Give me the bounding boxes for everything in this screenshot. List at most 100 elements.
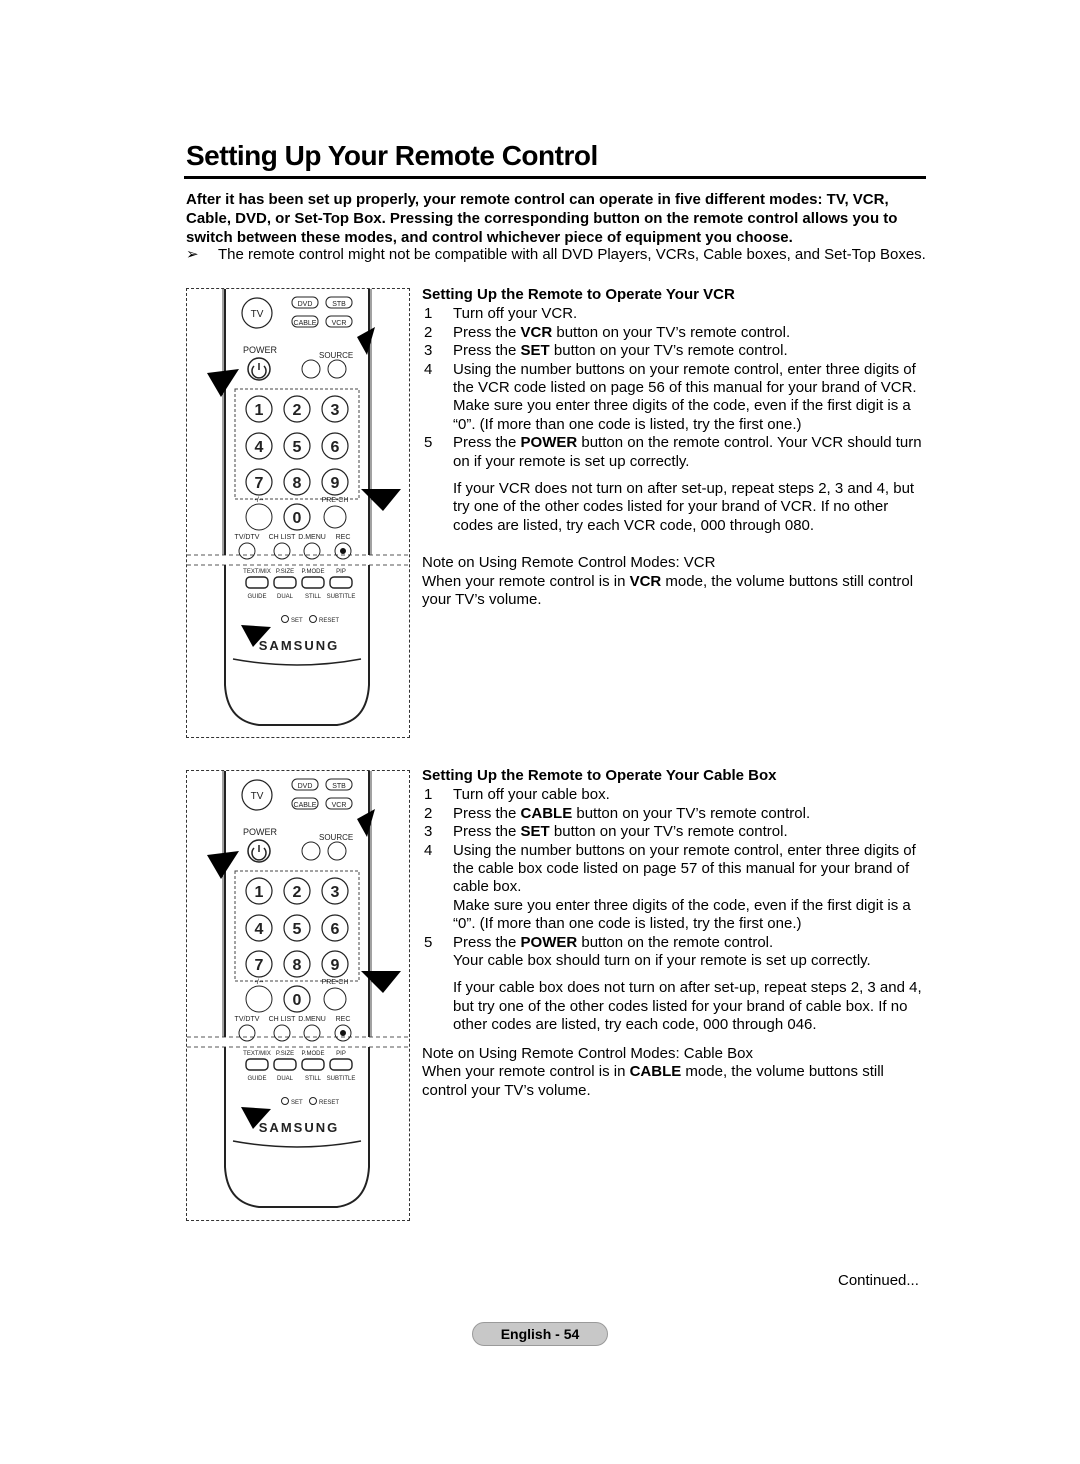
bottom-row-button [238,542,256,560]
pointer-arrow-icon [357,809,375,837]
dvd-button-label: DVD [298,301,313,308]
digit-button [245,877,273,905]
pointer-arrow-icon [241,625,271,647]
bottom-row-button [334,1024,352,1042]
vcr-section: Setting Up the Remote to Operate Your VC… [422,286,927,610]
pointer-arrow-icon [207,369,239,397]
function-label: P.SIZE [276,1051,294,1057]
cable-button [291,315,319,328]
digit-label: 0 [293,510,302,527]
pointer-arrow-icon [357,327,375,355]
function-button [329,576,353,589]
cable-note-title: Note on Using Remote Control Modes: Cabl… [422,1044,753,1062]
rec-dot [340,1030,346,1036]
digit-button [245,914,273,942]
function-button [273,1058,297,1071]
bottom-row-label: TV/DTV [235,1016,260,1023]
bottom-row-button [273,1024,291,1042]
cable-button-label: CABLE [294,802,317,809]
reset-label: RESET [319,1100,339,1106]
digit-label: 2 [293,402,302,419]
vcr-button [325,315,353,328]
function-label: SUBTITLE [327,1076,356,1082]
prech-button [323,987,347,1011]
digit-button [321,877,349,905]
digit-button [321,432,349,460]
compatibility-note-text: The remote control might not be compatib… [218,246,926,263]
function-button [329,1058,353,1071]
digit-button [283,468,311,496]
bottom-row-button [303,542,321,560]
function-label: STILL [305,1076,322,1082]
digit-label: 7 [255,475,264,492]
digit-label: 9 [331,475,340,492]
digit-button [283,950,311,978]
pointer-arrow-icon [207,851,239,879]
light-button [301,841,321,861]
power-label: POWER [243,345,278,355]
function-label: STILL [305,594,322,600]
bottom-row-label: CH LIST [269,1016,297,1023]
function-button [301,1058,325,1071]
reset-button [309,1097,317,1105]
function-button [273,576,297,589]
bottom-row-button [303,1024,321,1042]
set-button [281,1097,289,1105]
digit-button [245,950,273,978]
dash-button [245,503,273,531]
bottom-row-button [273,542,291,560]
digit-label: 4 [255,921,264,938]
function-label: PIP [336,569,346,575]
function-label: SUBTITLE [327,594,356,600]
digit-label: 6 [331,921,340,938]
digit-label: 8 [293,957,302,974]
cable-note-text: When your remote control is in CABLE mod… [422,1063,884,1099]
cable-section: Setting Up the Remote to Operate Your Ca… [422,767,927,1100]
number-pad-frame [234,388,360,500]
intro-paragraph: After it has been set up properly, your … [186,191,898,246]
digit-label: 5 [293,439,302,456]
number-pad-frame [234,870,360,982]
digit-button [321,468,349,496]
digit-button [283,914,311,942]
bottom-row-label: D.MENU [298,534,326,541]
stb-button-label: STB [332,301,346,308]
digit-label: 8 [293,475,302,492]
rec-dot [340,548,346,554]
digit-label: 7 [255,957,264,974]
digit-button [321,395,349,423]
digit-label: 5 [293,921,302,938]
tv-button [241,779,273,811]
digit-button [283,985,311,1013]
reset-label: RESET [319,618,339,624]
function-label: P.MODE [302,569,325,575]
compatibility-note: ➢ The remote control might not be compat… [186,246,928,265]
function-label: TEXT/MIX [243,569,271,575]
power-label: POWER [243,827,278,837]
function-button [301,576,325,589]
function-label: GUIDE [247,1076,266,1082]
dvd-button [291,778,319,791]
dash-button [245,985,273,1013]
samsung-logo: SAMSUNG [259,638,339,653]
pointer-arrow-icon [361,971,401,993]
digit-label: 1 [255,402,264,419]
tv-button-label: TV [251,791,264,802]
note-arrow-icon: ➢ [186,246,199,263]
source-label: SOURCE [319,351,353,360]
digit-label: 3 [331,402,340,419]
stb-button-label: STB [332,783,346,790]
remote-bottom-curve [232,658,362,666]
bottom-row-button [238,1024,256,1042]
digit-button [283,503,311,531]
digit-label: 0 [293,992,302,1009]
vcr-button-label: VCR [332,802,347,809]
continued-label: Continued... [838,1272,919,1289]
cable-heading: Setting Up the Remote to Operate Your Ca… [422,767,777,784]
remote-bottom-curve [232,1140,362,1148]
